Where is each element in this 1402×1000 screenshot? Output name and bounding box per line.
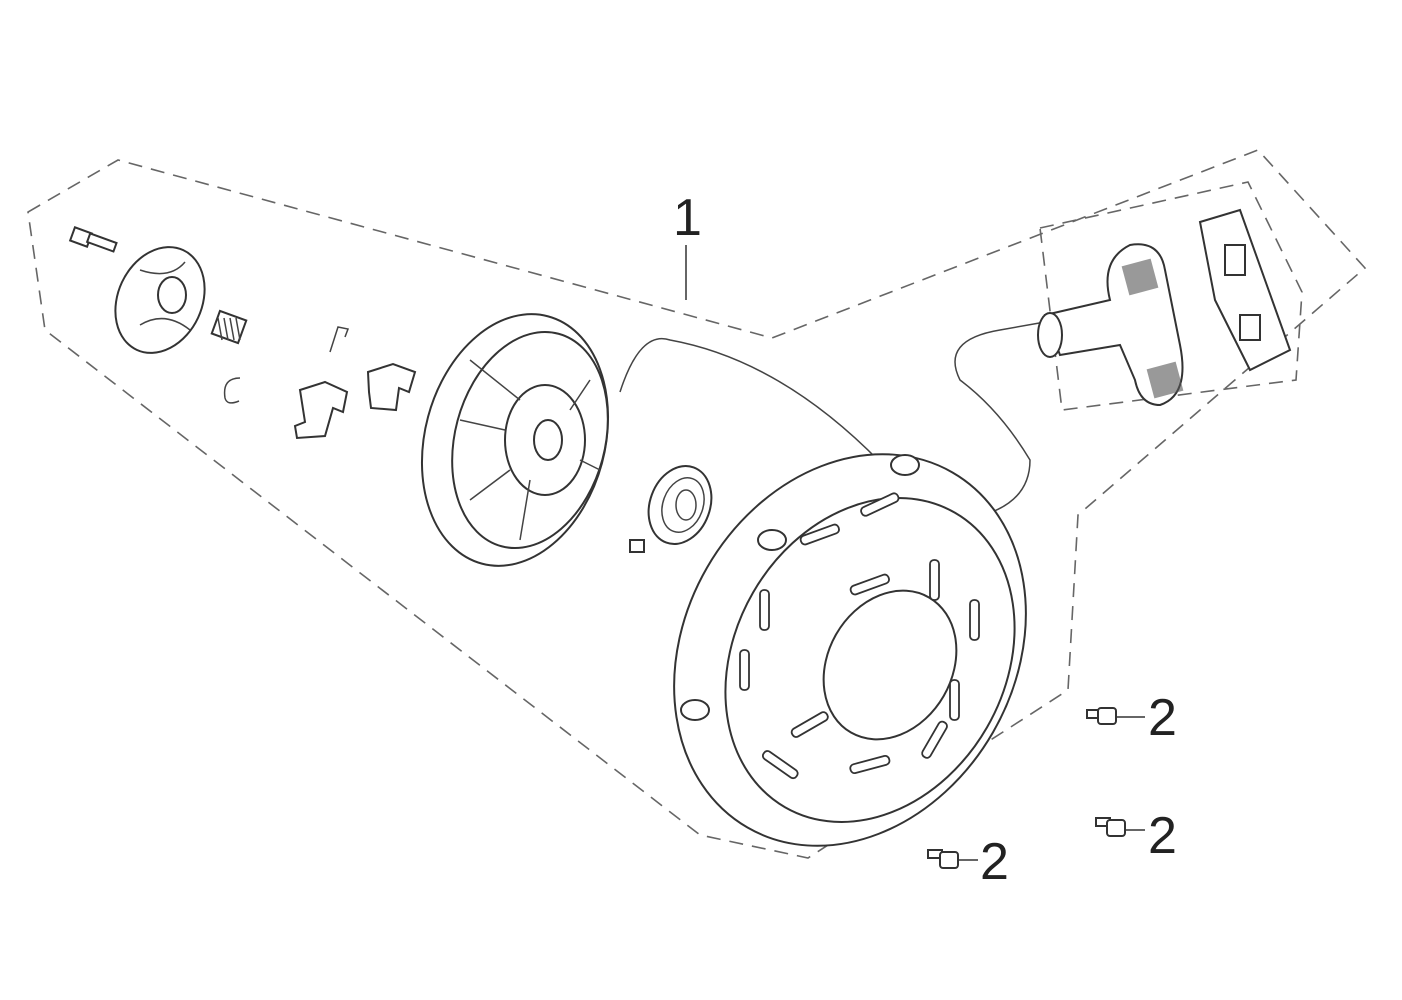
- recoil-spring: [629, 465, 713, 553]
- center-bolt: [68, 226, 118, 253]
- callout-1-label: 1: [673, 189, 702, 247]
- starter-rope: [619, 321, 1046, 521]
- handle-group-boundary: [1039, 181, 1303, 411]
- handle-insert: [1198, 208, 1292, 372]
- bolt-c: [927, 849, 978, 869]
- callout-2c-label: 2: [980, 833, 1009, 891]
- return-spring: [223, 377, 241, 404]
- pawl-spring: [329, 326, 350, 353]
- callout-2a-label: 2: [1148, 689, 1177, 747]
- callout-2b-label: 2: [1148, 807, 1177, 865]
- bolt-b: [1095, 817, 1145, 837]
- pawl-right: [366, 362, 417, 412]
- compression-spring: [210, 309, 248, 345]
- rope-reel: [420, 313, 610, 567]
- ratchet-disc: [114, 246, 206, 354]
- starter-cover: [673, 453, 1027, 847]
- starter-handle: [1037, 243, 1184, 407]
- assembly-boundary: [27, 149, 1367, 859]
- bolt-a: [1086, 707, 1145, 725]
- pawl-left: [293, 380, 349, 440]
